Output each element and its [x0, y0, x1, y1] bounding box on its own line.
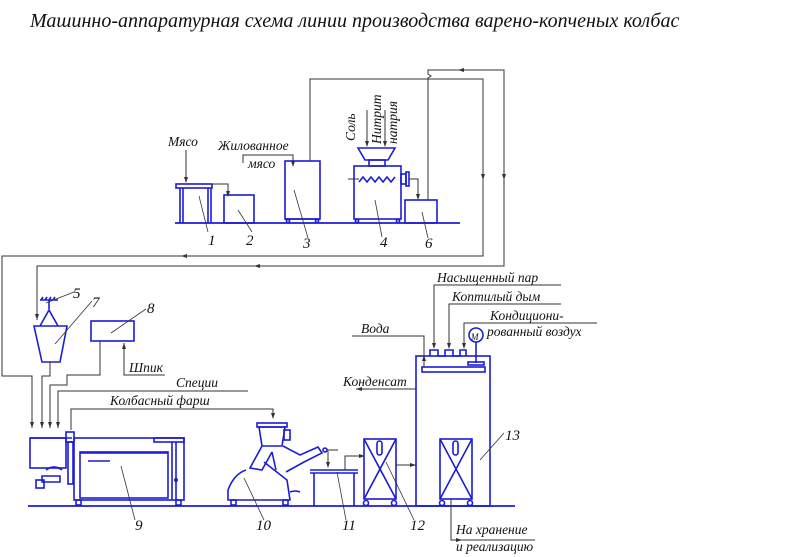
label-smoke: Коптилый дым — [451, 289, 541, 304]
label-water: Вода — [361, 321, 390, 336]
number-11: 11 — [342, 518, 356, 534]
equipment-5-7-hoist-hopper — [33, 296, 68, 363]
label-air-2: рованный воздух — [486, 324, 581, 339]
equipment-1-table — [175, 183, 213, 223]
number-4: 4 — [380, 235, 388, 251]
equipment-13-smokehouse — [415, 327, 491, 507]
arrow-head — [410, 463, 416, 467]
feed-lines-to-9 — [30, 341, 275, 430]
label-output-1: На хранение — [455, 522, 528, 537]
label-steam: Насыщенный пар — [436, 270, 538, 285]
label-nitrite-2: натрия — [385, 101, 400, 144]
number-3: 3 — [302, 236, 311, 252]
equipment-11-table — [310, 469, 358, 506]
number-9: 9 — [135, 518, 143, 534]
equipment-12-rack — [362, 438, 398, 507]
label-trimmed-meat-2: мясо — [247, 156, 276, 171]
label-condensate: Конденсат — [342, 374, 407, 389]
equipment-2-container — [223, 194, 255, 224]
utility-lines — [352, 284, 597, 542]
equipment-8-container — [90, 320, 135, 342]
arrow-11-to-12 — [344, 455, 364, 470]
number-2: 2 — [246, 233, 254, 249]
equipment-6-container — [404, 199, 438, 224]
number-6: 6 — [425, 236, 433, 252]
number-12: 12 — [410, 518, 426, 534]
label-salt: Соль — [343, 113, 358, 141]
upper-flow-lines — [1, 68, 506, 428]
equipment-9-cutter — [29, 431, 185, 506]
number-1: 1 — [208, 233, 216, 249]
label-spices: Специи — [176, 375, 218, 390]
label-output-2: и реализацию — [456, 539, 534, 554]
number-13: 13 — [505, 428, 520, 444]
label-lard: Шпик — [128, 360, 164, 375]
number-10: 10 — [256, 518, 272, 534]
label-nitrite-1: Нитрит — [369, 94, 384, 145]
label-air-1: Кондициони- — [489, 308, 564, 323]
arrow-head — [359, 454, 365, 458]
arrow-head — [326, 462, 330, 468]
number-5: 5 — [73, 286, 81, 302]
label-trimmed-meat-1: Жилованное — [217, 138, 289, 153]
equipment-3-cabinet — [284, 160, 321, 224]
motor-label: М — [470, 332, 479, 342]
leader-lines — [45, 189, 505, 521]
equipment-4-mincer — [348, 147, 410, 224]
number-8: 8 — [147, 301, 155, 317]
number-7: 7 — [92, 295, 101, 311]
equipment-10-filler — [227, 422, 338, 506]
label-sausage-mince: Колбасный фарш — [109, 393, 210, 408]
label-meat: Мясо — [167, 134, 198, 149]
diagram-title: Машинно-аппаратурная схема линии произво… — [29, 10, 679, 32]
